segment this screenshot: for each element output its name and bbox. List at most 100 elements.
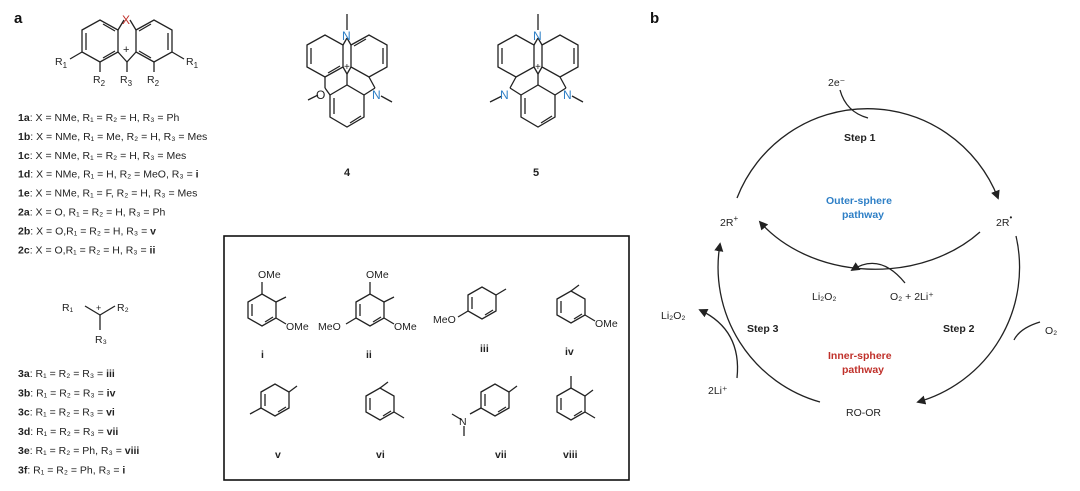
substituent-ii-group-1: OMe <box>366 269 389 281</box>
compound-substituent-ref: i <box>196 169 199 181</box>
scaffold-structure <box>69 19 185 72</box>
scaffold-r1-left: R1 <box>55 56 68 70</box>
structure-4-n-top: N <box>342 29 351 43</box>
substituent-i-group-2: OMe <box>286 321 309 333</box>
compound-id: 3f <box>18 465 28 477</box>
step1-label: Step 1 <box>844 132 876 144</box>
compound-id: 3d <box>18 426 30 438</box>
substituent-iv <box>556 284 596 324</box>
compound-definition: : R₁ = R₂ = R₃ = <box>30 407 106 419</box>
compound-id: 1b <box>18 131 30 143</box>
step3-arrow <box>714 242 821 403</box>
outer-sphere-arrow <box>758 220 981 270</box>
compound-definition: : X = NMe, R₁ = R₂ = H, R₃ = Ph <box>30 112 180 124</box>
radical-species-label: 2R• <box>996 213 1012 229</box>
compound-id: 3c <box>18 407 30 419</box>
substituent-iii-group-1: MeO <box>433 314 456 326</box>
substituent-ii-label: ii <box>366 349 372 361</box>
compound-line-1e: 1e: X = NMe, R₁ = F, R₂ = H, R₃ = Mes <box>18 188 197 200</box>
compound-line-3d: 3d: R₁ = R₂ = R₃ = vii <box>18 426 118 438</box>
compound-line-1c: 1c: X = NMe, R₁ = R₂ = H, R₃ = Mes <box>18 150 186 162</box>
compound-line-2a: 2a: X = O, R₁ = R₂ = H, R₃ = Ph <box>18 207 165 219</box>
compound-definition: : X = O, R₁ = R₂ = H, R₃ = Ph <box>30 207 166 219</box>
compound-definition: : R₁ = R₂ = R₃ = <box>30 426 106 438</box>
compound-line-2c: 2c: X = O,R₁ = R₂ = H, R₃ = ii <box>18 244 155 256</box>
compound-id: 1e <box>18 188 30 200</box>
o2-2li-label: O₂ + 2Li⁺ <box>890 291 934 303</box>
substituent-box <box>223 235 630 481</box>
compound-definition: : X = NMe, R₁ = F, R₂ = H, R₃ = Mes <box>30 188 198 200</box>
trityl-r1: R₁ <box>62 302 74 314</box>
step2-label: Step 2 <box>943 323 975 335</box>
scaffold-r1-right: R1 <box>186 56 199 70</box>
compound-id: 3a <box>18 368 30 380</box>
substituent-iii-label: iii <box>480 343 489 355</box>
compound-substituent-ref: iv <box>107 387 116 399</box>
structure-4-label: 4 <box>344 167 351 179</box>
inner-sphere-label-2: pathway <box>842 364 884 376</box>
ro-or-label: RO-OR <box>846 407 881 419</box>
trityl-r2: R₂ <box>117 302 129 314</box>
substituent-iv-group-1: OMe <box>595 318 618 330</box>
li2o2-output-label: Li₂O₂ <box>661 310 686 322</box>
structure-4-o: O <box>316 88 325 102</box>
outer-sphere-label-1: Outer-sphere <box>826 195 892 207</box>
substituent-ii-group-3: OMe <box>394 321 417 333</box>
compound-substituent-ref: vii <box>107 426 119 438</box>
trityl-plus: + <box>96 303 101 313</box>
substituent-vi-label: vi <box>376 449 385 461</box>
compound-id: 1a <box>18 112 30 124</box>
step1-arrow <box>736 108 1000 200</box>
compound-substituent-ref: iii <box>106 368 115 380</box>
substituent-i <box>247 282 287 327</box>
scaffold-r3: R3 <box>120 74 133 88</box>
structure-5-n-right: N <box>563 88 572 102</box>
substituent-iii <box>457 286 507 320</box>
catalytic-cycle <box>698 89 1041 405</box>
compound-definition: : X = O,R₁ = R₂ = H, R₃ = <box>30 225 150 237</box>
compound-id: 3b <box>18 387 30 399</box>
substituent-viii <box>556 376 596 421</box>
compound-definition: : X = NMe, R₁ = H, R₂ = MeO, R₃ = <box>30 169 195 181</box>
compound-line-3c: 3c: R₁ = R₂ = R₃ = vi <box>18 407 115 419</box>
step3-label: Step 3 <box>747 323 779 335</box>
compound-line-3a: 3a: R₁ = R₂ = R₃ = iii <box>18 368 115 380</box>
substituent-viii-label: viii <box>563 449 578 461</box>
compound-id: 3e <box>18 445 30 457</box>
compound-line-3f: 3f: R₁ = R₂ = Ph, R₃ = i <box>18 465 125 477</box>
substituent-i-label: i <box>261 349 264 361</box>
inner-sphere-label-1: Inner-sphere <box>828 350 892 362</box>
structure-5-label: 5 <box>533 167 539 179</box>
compound-substituent-ref: vi <box>106 407 115 419</box>
o2-input-label: O₂ <box>1045 325 1057 337</box>
li2o2-mid-label: Li₂O₂ <box>812 291 837 303</box>
substituent-v-label: v <box>275 449 281 461</box>
substituent-vi <box>365 381 405 421</box>
structure-5 <box>489 14 584 128</box>
compound-line-3e: 3e: R₁ = R₂ = Ph, R₃ = viii <box>18 445 139 457</box>
compound-substituent-ref: i <box>122 465 125 477</box>
two-electron-label: 2e⁻ <box>828 77 845 89</box>
panel-label-b: b <box>650 10 659 27</box>
cation-species-label: 2R+ <box>720 214 738 229</box>
structure-5-plus: + <box>535 62 541 73</box>
structure-5-n-top: N <box>533 29 542 43</box>
trityl-structure <box>84 305 116 330</box>
compound-id: 1c <box>18 150 30 162</box>
substituent-v <box>249 383 298 417</box>
compound-id: 2a <box>18 207 30 219</box>
compound-definition: : X = NMe, R₁ = Me, R₂ = H, R₃ = Mes <box>30 131 207 143</box>
compound-definition: : X = O,R₁ = R₂ = H, R₃ = <box>30 244 150 256</box>
substituent-ii <box>345 282 395 327</box>
o2-input-arrow <box>1013 321 1041 341</box>
scaffold-r2-right: R2 <box>147 74 160 88</box>
outer-sphere-label-2: pathway <box>842 209 884 221</box>
substituent-vii <box>451 383 518 436</box>
scaffold-r2-left: R2 <box>93 74 106 88</box>
substituent-i-group-1: OMe <box>258 269 281 281</box>
compound-definition: : R₁ = R₂ = Ph, R₃ = <box>27 465 122 477</box>
panel-label-a: a <box>14 10 23 27</box>
